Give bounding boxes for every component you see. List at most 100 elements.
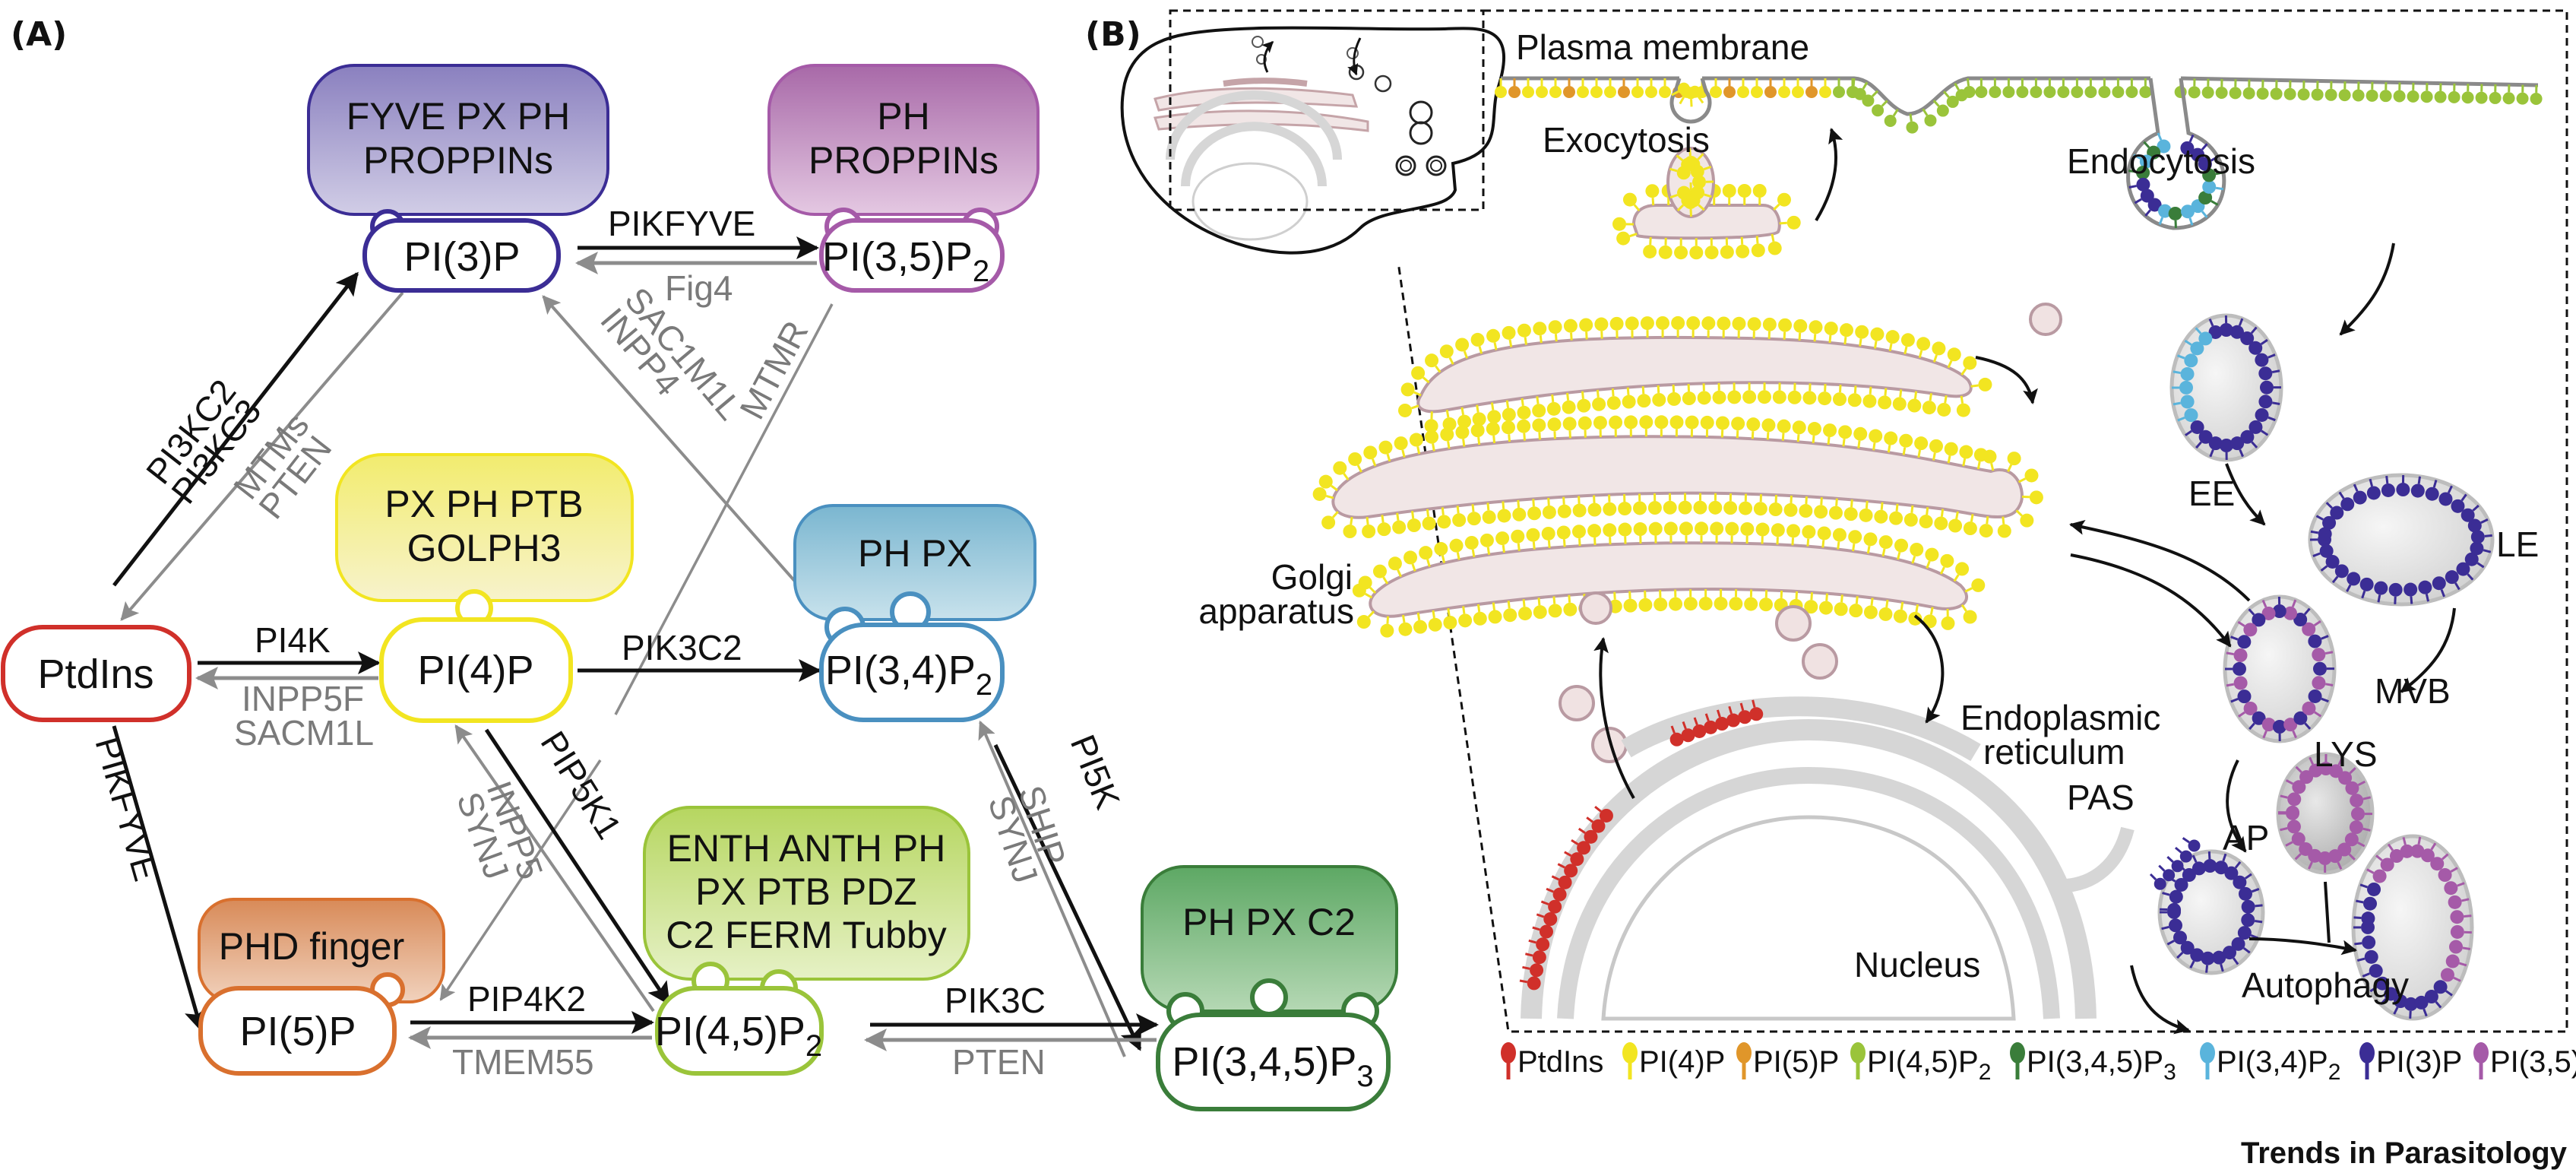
membrane-layer (1312, 76, 2543, 1021)
legend-swatch (2359, 1042, 2375, 1063)
phosphoinositide-legend: PtdIns PI(4)P PI(5)P PI(4,5)P2 PI(3,4,5)P3 PI… (1501, 1042, 2576, 1085)
node-label-pi345p3: PI(3,4,5)P3 (1172, 1039, 1373, 1093)
legend-item: PI(3)P (2359, 1042, 2462, 1079)
legend-swatch (1501, 1042, 1516, 1063)
legend-swatch (2473, 1042, 2489, 1063)
inset-zoom-box (1169, 9, 1485, 211)
domains-pi35p2-line1: PH (877, 95, 929, 138)
legend-item: PI(3,4)P2 (2200, 1042, 2340, 1085)
node-label-pi35p2: PI(3,5)P2 (822, 234, 989, 288)
node-pi5p: PI(5)P (198, 972, 405, 1076)
arrow-golgi-curve (1975, 356, 2038, 404)
arrow-endocytosis (2339, 242, 2395, 336)
legend-item: PI(4)P (1622, 1042, 1725, 1079)
label-er-1: Endoplasmic (1960, 698, 2160, 737)
node-pi45p2: PI(4,5)P2 (655, 962, 824, 1076)
label-exocytosis: Exocytosis (1543, 120, 1710, 160)
enzyme-pip5k1: PIP5K1 (533, 724, 630, 846)
arrow-er-golgi (1593, 637, 1635, 799)
legend-swatch (2010, 1042, 2025, 1063)
arrow-golgi-mvb (2070, 553, 2232, 648)
node-pi345p3: PI(3,4,5)P3 (1156, 978, 1391, 1111)
enzyme-pi5k: PI5K (1063, 729, 1128, 814)
enzyme-pik3c: PIK3C (945, 981, 1046, 1020)
line-lys-merge (2324, 881, 2331, 943)
label-golgi-1: Golgi (1271, 557, 1353, 597)
arrow-le-mvb (2400, 607, 2456, 693)
label-er-2: reticulum (1983, 732, 2125, 772)
domain-box-pi345p3: PH PX C2 (1141, 865, 1398, 1013)
cell-overview-inset (1120, 9, 1506, 255)
legend-swatch (1736, 1042, 1752, 1063)
enzyme-pik3c2: PIK3C2 (622, 628, 742, 667)
arrow-mvb-golgi (2069, 519, 2251, 602)
enzyme-sacm1l: SACM1L (234, 713, 374, 753)
panel-a-label: (A) (11, 15, 67, 54)
plasma-membrane (1495, 76, 2543, 230)
label-mvb: MVB (2375, 671, 2451, 711)
node-pi4p: PI(4)P (379, 589, 573, 723)
node-label-pi4p: PI(4)P (417, 648, 533, 693)
node-pi34p2: PI(3,4)P2 (819, 591, 1005, 722)
endolysosomal-organelles (2149, 313, 2495, 1021)
legend-item: PI(3,4,5)P3 (2010, 1042, 2176, 1085)
legend-label: PtdIns (1517, 1045, 1603, 1079)
legend-label: PI(3,4,5)P3 (2027, 1045, 2176, 1085)
label-lys: LYS (2314, 734, 2378, 774)
node-pi35p2: PI(3,5)P2 (819, 208, 1005, 293)
label-autophagy: Autophagy (2242, 965, 2409, 1005)
domains-pi45p2-line2: PX PTB PDZ (695, 870, 917, 913)
legend-item: PtdIns (1501, 1042, 1603, 1079)
panel-b-label: (B) (1085, 15, 1141, 54)
er-ptdins-lipids (1519, 699, 1764, 991)
legend-swatch (1622, 1042, 1638, 1063)
legend-label: PI(4)P (1639, 1045, 1725, 1079)
domains-pi345p3-line1: PH PX C2 (1182, 901, 1356, 943)
arrow-pi3kc2 (112, 271, 359, 587)
arrow-pip5k1 (484, 728, 671, 1006)
legend-label: PI(5)P (1753, 1045, 1839, 1079)
traffic-arrows (1593, 128, 2456, 1035)
arrow-pi5k (993, 743, 1142, 1051)
node-pi3p: PI(3)P (362, 209, 561, 293)
domain-box-pi35p2: PH PROPPINs (767, 64, 1040, 216)
line-mtmr-lower (439, 759, 602, 1001)
label-nucleus: Nucleus (1854, 945, 1980, 984)
domains-pi5p-line1: PHD finger (219, 925, 405, 968)
arrow-sac1m1l (542, 295, 834, 625)
legend-item: PI(4,5)P2 (1850, 1042, 1991, 1085)
arrow-exocytosis (1815, 128, 1843, 222)
node-label-pi5p: PI(5)P (239, 1009, 356, 1054)
pathway-arrows (112, 236, 1159, 1057)
legend-swatch (1850, 1042, 1866, 1063)
arrow-mtms (120, 291, 404, 621)
domain-box-pi3p: FYVE PX PH PROPPINs (307, 64, 609, 216)
domains-pi3p-line2: PROPPINs (363, 139, 553, 182)
legend-label: PI(3,5)P2 (2490, 1045, 2576, 1085)
enzyme-pi4k: PI4K (255, 620, 331, 660)
enzyme-pten: PTEN (952, 1042, 1046, 1082)
enzyme-fig4: Fig4 (665, 268, 733, 308)
legend-label: PI(3,4)P2 (2217, 1045, 2340, 1085)
arrow-inpp5 (454, 724, 655, 1013)
legend-label: PI(3)P (2376, 1045, 2462, 1079)
domain-box-pi4p: PX PH PTB GOLPH3 (335, 453, 634, 602)
enzyme-inpp5f: INPP5F (242, 679, 364, 718)
arrow-ship (978, 720, 1126, 1057)
domains-pi35p2-line2: PROPPINs (809, 139, 998, 182)
line-mtmr (614, 303, 834, 715)
domains-pi4p-line2: GOLPH3 (407, 527, 562, 569)
enzyme-pikfyve-left: PIKFYVE (87, 732, 166, 885)
label-pas: PAS (2067, 778, 2135, 817)
organelle-labels: Plasma membrane Exocytosis Endocytosis G… (1198, 27, 2539, 1005)
label-ee: EE (2188, 474, 2235, 513)
arrow-ap-autolysosome (2248, 937, 2357, 956)
node-label-pi3p: PI(3)P (403, 234, 520, 280)
enzyme-tmem55: TMEM55 (452, 1042, 594, 1082)
node-label-ptdins: PtdIns (37, 651, 153, 697)
golgi-apparatus (1312, 147, 2062, 763)
domains-pi3p-line1: FYVE PX PH (347, 95, 571, 138)
arrow-pas-autophagy (2130, 965, 2190, 1035)
legend-item: PI(3,5)P2 (2473, 1042, 2576, 1085)
label-ap: AP (2223, 818, 2269, 857)
